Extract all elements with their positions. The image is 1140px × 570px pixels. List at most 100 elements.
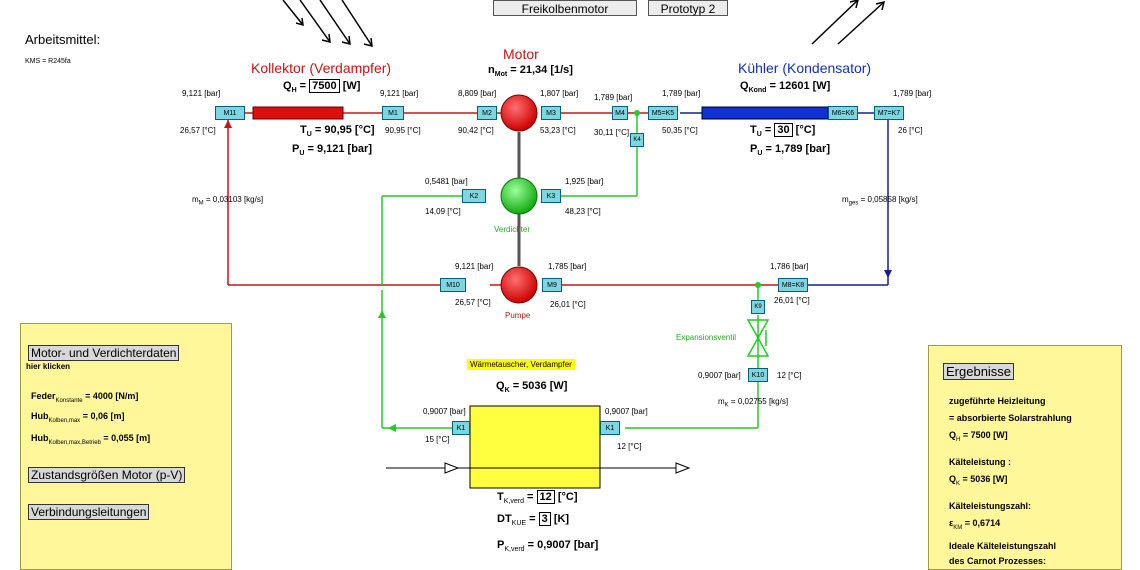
- point-M8K8[interactable]: M8=K8: [778, 278, 808, 292]
- k1-left-temperature: 15 [°C]: [425, 435, 450, 444]
- result-line-1: zugeführte Heizleitung: [949, 396, 1046, 406]
- k10-temperature: 12 [°C]: [777, 371, 802, 380]
- verdichter-label: Verdichter: [494, 225, 531, 234]
- expansionsventil-label: Expansionsventil: [676, 333, 737, 342]
- kollektor-qh: QH = 7500 [W]: [283, 79, 361, 95]
- motor-data-panel: Motor- und Verdichterdaten hier klicken …: [20, 323, 232, 570]
- m9-temperature: 26,01 [°C]: [550, 300, 586, 309]
- arrow-down-icon: [884, 270, 892, 278]
- point-M10[interactable]: M10: [440, 278, 466, 292]
- point-M5K5[interactable]: M5=K5: [648, 106, 678, 120]
- heat-exchanger-box: [469, 405, 601, 489]
- m9-pressure: 1,785 [bar]: [548, 262, 587, 271]
- refrigerant-line: [381, 113, 759, 429]
- result-ideal-1: Ideale Kälteleistungszahl: [949, 541, 1057, 551]
- point-M11[interactable]: M11: [215, 106, 245, 120]
- point-K4[interactable]: K4: [630, 133, 644, 147]
- k1-right-pressure: 0,9007 [bar]: [605, 407, 648, 416]
- m11-temperature: 26,57 [°C]: [180, 126, 216, 135]
- point-M6K6[interactable]: M6=K6: [828, 106, 858, 120]
- m3-temperature: 53,23 [°C]: [540, 126, 576, 135]
- waermetauscher-tkverd: TK,verd = 12 [°C]: [497, 490, 578, 506]
- motor-title: Motor: [503, 46, 539, 62]
- heat-rays-icon: [811, 0, 886, 45]
- point-K1-right[interactable]: K1: [600, 421, 620, 435]
- point-M4[interactable]: M4: [612, 106, 628, 120]
- arbeitsmittel-value: KMS = R245fa: [25, 58, 71, 65]
- arbeitsmittel-label: Arbeitsmittel:: [25, 32, 101, 47]
- k3-pressure: 1,925 [bar]: [565, 177, 604, 186]
- m5-pressure: 1,789 [bar]: [662, 89, 701, 98]
- result-line-2: = absorbierte Solarstrahlung: [949, 413, 1072, 423]
- point-M1[interactable]: M1: [382, 106, 404, 120]
- m7-pressure: 1,789 [bar]: [893, 89, 932, 98]
- kuehler-title: Kühler (Kondensator): [738, 60, 872, 76]
- point-M7K7[interactable]: M7=K7: [874, 106, 904, 120]
- m7-temperature: 26 [°C]: [898, 126, 923, 135]
- k1-right-temperature: 12 [°C]: [617, 442, 642, 451]
- dtkue-input[interactable]: 3: [538, 512, 551, 526]
- arrow-up-icon: [224, 120, 232, 128]
- junction-dot: [634, 110, 640, 116]
- zustandsgroessen-button[interactable]: Zustandsgrößen Motor (p-V): [28, 467, 186, 483]
- arrow-up-icon: [378, 310, 386, 318]
- tu-input[interactable]: 30: [774, 123, 793, 137]
- m5-temperature: 50,35 [°C]: [662, 126, 698, 135]
- result-qh: QH = 7500 [W]: [949, 430, 1008, 443]
- mass-flow-total: mges = 0,05858 [kg/s]: [842, 195, 918, 207]
- result-ideal-2: des Carnot Prozesses:: [949, 556, 1047, 566]
- m4-pressure: 1,789 [bar]: [594, 93, 633, 102]
- result-kaelte: Kälteleistung :: [949, 457, 1012, 467]
- point-K9[interactable]: K9: [751, 300, 765, 314]
- point-K1-left[interactable]: K1: [452, 421, 470, 435]
- point-M9[interactable]: M9: [542, 278, 562, 292]
- high-pressure-line: [227, 112, 778, 286]
- point-M2[interactable]: M2: [477, 106, 497, 120]
- k10-pressure: 0,9007 [bar]: [698, 371, 741, 380]
- k2-pressure: 0,5481 [bar]: [425, 177, 468, 186]
- m2-temperature: 90,42 [°C]: [458, 126, 494, 135]
- pumpe-label: Pumpe: [505, 311, 531, 320]
- m1-pressure: 9,121 [bar]: [380, 89, 419, 98]
- compressor-icon: [500, 177, 538, 215]
- hub-kolben-max-betrieb: HubKolben,max,Betrieb = 0,055 [m]: [31, 433, 151, 446]
- junction-dot: [755, 282, 761, 288]
- kuehler-tu: TU = 30 [°C]: [750, 123, 816, 139]
- hier-klicken-link[interactable]: hier klicken: [26, 362, 71, 371]
- m11-pressure: 9,121 [bar]: [182, 89, 221, 98]
- k1-left-pressure: 0,9007 [bar]: [423, 407, 466, 416]
- waermetauscher-title: Wärmetauscher, Verdampfer: [467, 359, 575, 370]
- result-qk: QK = 5036 [W]: [949, 474, 1008, 487]
- tkverd-input[interactable]: 12: [536, 490, 555, 504]
- mass-flow-cold: mK = 0,02755 [kg/s]: [718, 397, 789, 409]
- motor-icon: [500, 94, 538, 132]
- waermetauscher-dtkue: DTKUE = 3 [K]: [497, 512, 570, 528]
- kollektor-tu: TU = 90,95 [°C]: [300, 124, 375, 139]
- point-M3[interactable]: M3: [541, 106, 561, 120]
- motor-verdichter-button[interactable]: Motor- und Verdichterdaten: [28, 345, 180, 361]
- expansion-valve-icon: [746, 319, 770, 357]
- m10-temperature: 26,57 [°C]: [455, 298, 491, 307]
- verbindungsleitungen-button[interactable]: Verbindungsleitungen: [28, 504, 150, 520]
- m3-pressure: 1,807 [bar]: [540, 89, 579, 98]
- m1-temperature: 90,95 [°C]: [385, 126, 421, 135]
- prototyp-button[interactable]: Prototyp 2: [648, 0, 728, 16]
- qh-input[interactable]: 7500: [309, 79, 340, 93]
- results-panel: Ergebnisse zugeführte Heizleitung = abso…: [928, 345, 1122, 570]
- condensate-line: [680, 112, 889, 286]
- point-K3[interactable]: K3: [541, 189, 561, 203]
- m4-temperature: 30,11 [°C]: [594, 128, 630, 137]
- point-K10[interactable]: K10: [748, 368, 768, 382]
- sun-rays-icon: [282, 0, 373, 47]
- m8-temperature: 26,01 [°C]: [774, 296, 810, 305]
- freikolbenmotor-button[interactable]: Freikolbenmotor: [493, 0, 637, 16]
- pump-icon: [500, 266, 538, 304]
- m10-pressure: 9,121 [bar]: [455, 262, 494, 271]
- result-epsilon: εKM = 0,6714: [949, 518, 1001, 531]
- kuehler-pu: PU = 1,789 [bar]: [750, 143, 830, 158]
- point-K2[interactable]: K2: [462, 189, 486, 203]
- secondary-flow-line: [386, 462, 691, 474]
- result-kzahl: Kälteleistungszahl:: [949, 501, 1032, 511]
- kollektor-title: Kollektor (Verdampfer): [251, 60, 392, 76]
- ergebnisse-title: Ergebnisse: [943, 363, 1015, 380]
